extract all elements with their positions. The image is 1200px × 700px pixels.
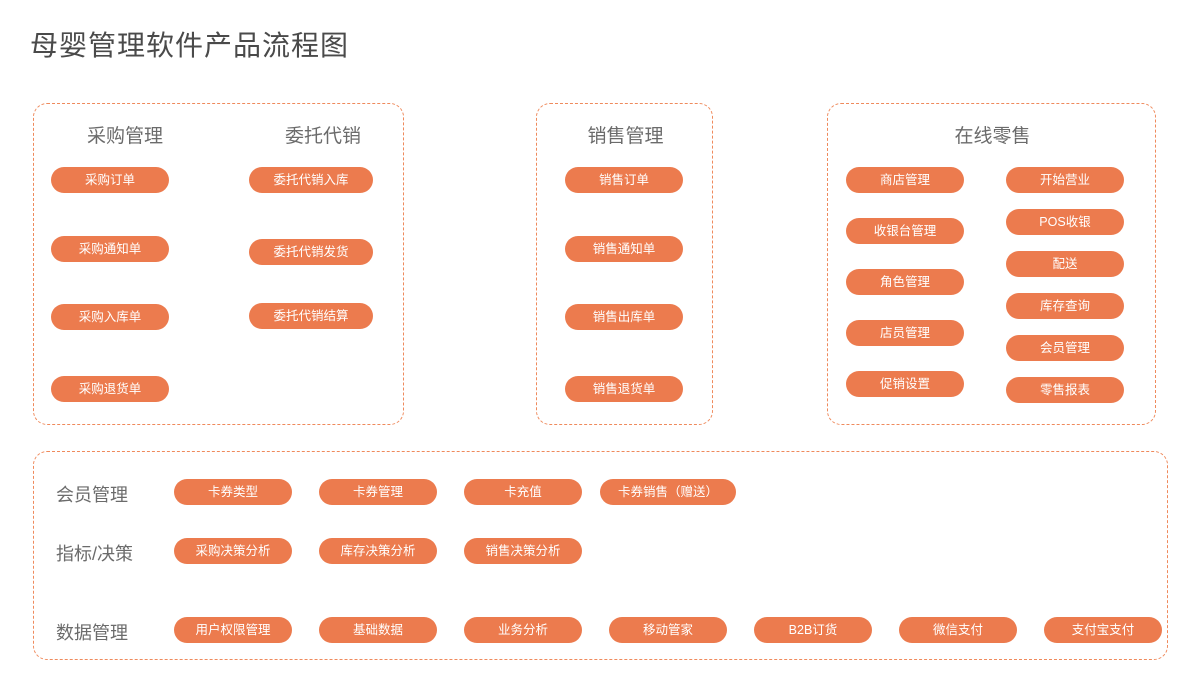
pill-retail-report[interactable]: 零售报表 (1006, 377, 1124, 403)
pill-sales-notice[interactable]: 销售通知单 (565, 236, 683, 262)
pill-mobile-steward[interactable]: 移动管家 (609, 617, 727, 643)
pill-basic-data[interactable]: 基础数据 (319, 617, 437, 643)
panel-heading-consignment: 委托代销 (284, 126, 361, 147)
pill-pos-checkout[interactable]: POS收银 (1006, 209, 1124, 235)
pill-store-management[interactable]: 商店管理 (846, 167, 964, 193)
pill-purchase-inbound[interactable]: 采购入库单 (51, 304, 169, 330)
pill-sales-decision-analysis[interactable]: 销售决策分析 (464, 538, 582, 564)
pill-purchase-decision-analysis[interactable]: 采购决策分析 (174, 538, 292, 564)
pill-purchase-order[interactable]: 采购订单 (51, 167, 169, 193)
pill-staff-management[interactable]: 店员管理 (846, 320, 964, 346)
pill-role-management[interactable]: 角色管理 (846, 269, 964, 295)
pill-card-management[interactable]: 卡券管理 (319, 479, 437, 505)
row-label-data-management: 数据管理 (56, 623, 128, 643)
pill-consignment-shipment[interactable]: 委托代销发货 (249, 239, 373, 265)
pill-wechat-pay[interactable]: 微信支付 (899, 617, 1017, 643)
pill-inventory-query[interactable]: 库存查询 (1006, 293, 1124, 319)
pill-member-management[interactable]: 会员管理 (1006, 335, 1124, 361)
pill-sales-outbound[interactable]: 销售出库单 (565, 304, 683, 330)
pill-card-sale-gift[interactable]: 卡券销售（赠送） (600, 479, 736, 505)
pill-business-analysis[interactable]: 业务分析 (464, 617, 582, 643)
pill-delivery[interactable]: 配送 (1006, 251, 1124, 277)
pill-promotion-settings[interactable]: 促销设置 (846, 371, 964, 397)
pill-cashier-management[interactable]: 收银台管理 (846, 218, 964, 244)
pill-alipay-pay[interactable]: 支付宝支付 (1044, 617, 1162, 643)
pill-inventory-decision-analysis[interactable]: 库存决策分析 (319, 538, 437, 564)
pill-consignment-settle[interactable]: 委托代销结算 (249, 303, 373, 329)
pill-sales-return[interactable]: 销售退货单 (565, 376, 683, 402)
pill-b2b-ordering[interactable]: B2B订货 (754, 617, 872, 643)
panel-sales: 销售管理 销售订单 销售通知单 销售出库单 销售退货单 (536, 103, 713, 425)
pill-purchase-return[interactable]: 采购退货单 (51, 376, 169, 402)
pill-card-recharge[interactable]: 卡充值 (464, 479, 582, 505)
row-label-metrics-decision: 指标/决策 (56, 544, 134, 564)
page-title: 母婴管理软件产品流程图 (30, 30, 350, 61)
pill-start-business[interactable]: 开始营业 (1006, 167, 1124, 193)
panel-heading-purchase: 采购管理 (86, 126, 163, 147)
panel-heading-online-retail: 在线零售 (954, 126, 1031, 147)
panel-bottom-modules: 会员管理 卡券类型 卡券管理 卡充值 卡券销售（赠送） 指标/决策 采购决策分析… (33, 451, 1168, 660)
pill-user-permission-management[interactable]: 用户权限管理 (174, 617, 292, 643)
panel-purchase-consignment: 采购管理 委托代销 采购订单 采购通知单 采购入库单 采购退货单 委托代销入库 … (33, 103, 404, 425)
panel-online-retail: 在线零售 商店管理 收银台管理 角色管理 店员管理 促销设置 开始营业 POS收… (827, 103, 1156, 425)
pill-purchase-notice[interactable]: 采购通知单 (51, 236, 169, 262)
row-label-member-management: 会员管理 (56, 485, 128, 505)
panel-heading-sales: 销售管理 (587, 126, 664, 147)
pill-sales-order[interactable]: 销售订单 (565, 167, 683, 193)
pill-card-type[interactable]: 卡券类型 (174, 479, 292, 505)
pill-consignment-inbound[interactable]: 委托代销入库 (249, 167, 373, 193)
